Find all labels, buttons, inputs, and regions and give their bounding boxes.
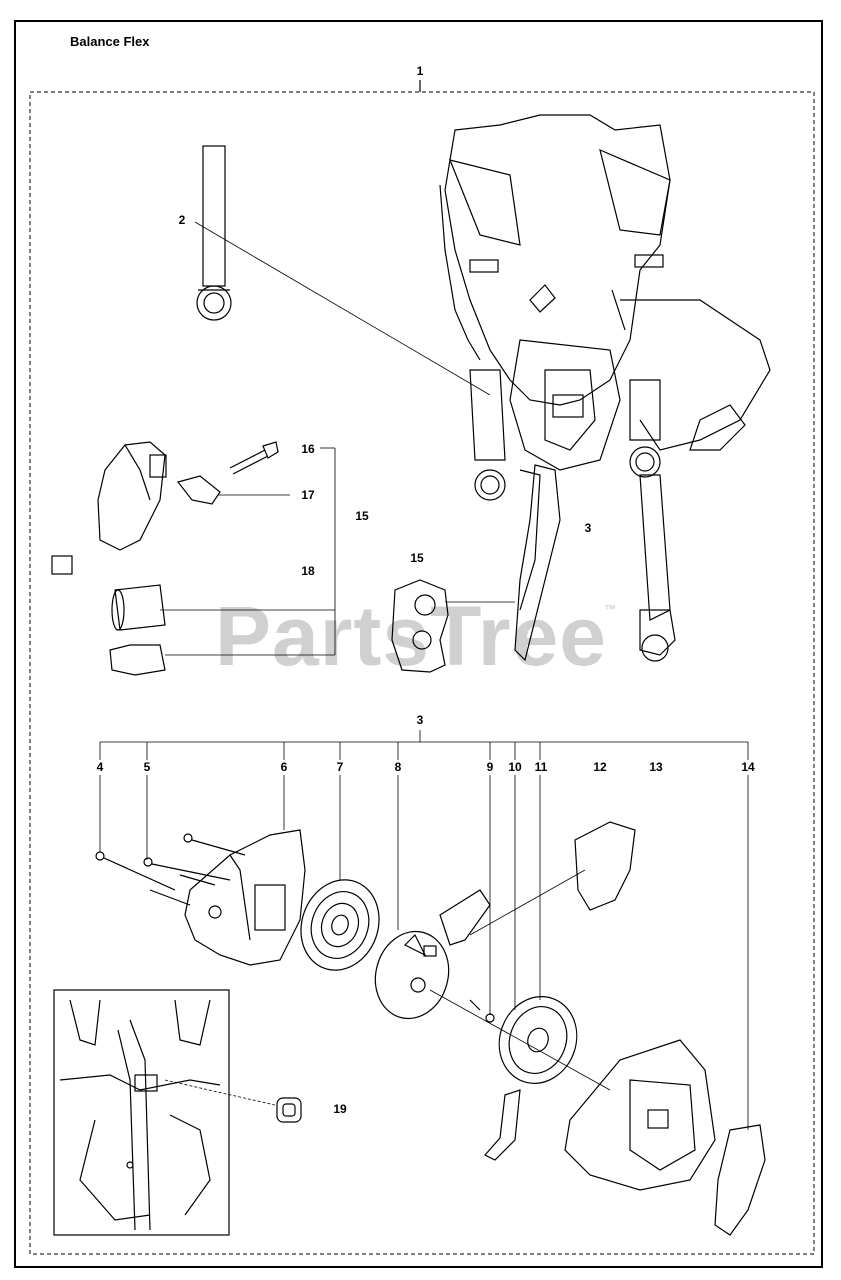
- callout-3-upper: 3: [584, 521, 592, 535]
- part-plate: [714, 1124, 766, 1236]
- callout-15-group: 15: [355, 509, 369, 523]
- part-clamp: [97, 441, 167, 551]
- inset-detail: [53, 989, 230, 1236]
- part-sleeve: [111, 584, 166, 631]
- watermark: PartsTree: [215, 589, 607, 683]
- part-small-screw: [469, 999, 495, 1023]
- callout-18: 18: [301, 564, 315, 578]
- callout-17: 17: [301, 488, 315, 502]
- leader-cover-pad: [469, 869, 586, 936]
- part-housing: [184, 829, 306, 966]
- part-clip: [276, 1097, 302, 1123]
- leader-19: [164, 1079, 276, 1106]
- part-pulley: [484, 996, 578, 1161]
- callout-14: 14: [741, 760, 755, 774]
- callout-11: 11: [534, 760, 548, 774]
- bracket-3-leaders: [99, 775, 749, 1130]
- part-bolt: [229, 441, 279, 475]
- diagram-title: Balance Flex: [70, 34, 150, 49]
- callout-13: 13: [649, 760, 663, 774]
- part-cover: [374, 889, 491, 1020]
- part-harness: [439, 114, 771, 662]
- bracket-3: [99, 730, 749, 760]
- part-square-nut: [51, 555, 73, 575]
- assembly-boundary: [29, 91, 815, 1255]
- watermark-trademark: ™: [604, 602, 616, 616]
- callout-19: 19: [333, 1102, 347, 1116]
- bracket-15: [160, 447, 336, 656]
- callout-10: 10: [508, 760, 522, 774]
- callout-1: 1: [416, 64, 424, 78]
- part-strap: [196, 145, 232, 321]
- callout-12: 12: [593, 760, 607, 774]
- part-starter-housing: [564, 1039, 716, 1191]
- callout-4: 4: [96, 760, 104, 774]
- leader-pulley: [429, 989, 611, 1091]
- leader-2: [194, 221, 491, 396]
- callout-6: 6: [280, 760, 288, 774]
- callout-15-hook: 15: [410, 551, 424, 565]
- callout-7: 7: [336, 760, 344, 774]
- callout-8: 8: [394, 760, 402, 774]
- callout-5: 5: [143, 760, 151, 774]
- part-insert: [109, 644, 166, 676]
- callout-3-lower: 3: [416, 713, 424, 727]
- diagram-frame: [14, 20, 823, 1268]
- callout-16: 16: [301, 442, 315, 456]
- callout-2: 2: [178, 213, 186, 227]
- part-pad: [574, 821, 636, 911]
- part-hook: [391, 579, 449, 673]
- part-spring-cassette: [300, 879, 380, 971]
- part-screws: [95, 833, 246, 906]
- callout-9: 9: [486, 760, 494, 774]
- part-nut-plate: [176, 475, 221, 505]
